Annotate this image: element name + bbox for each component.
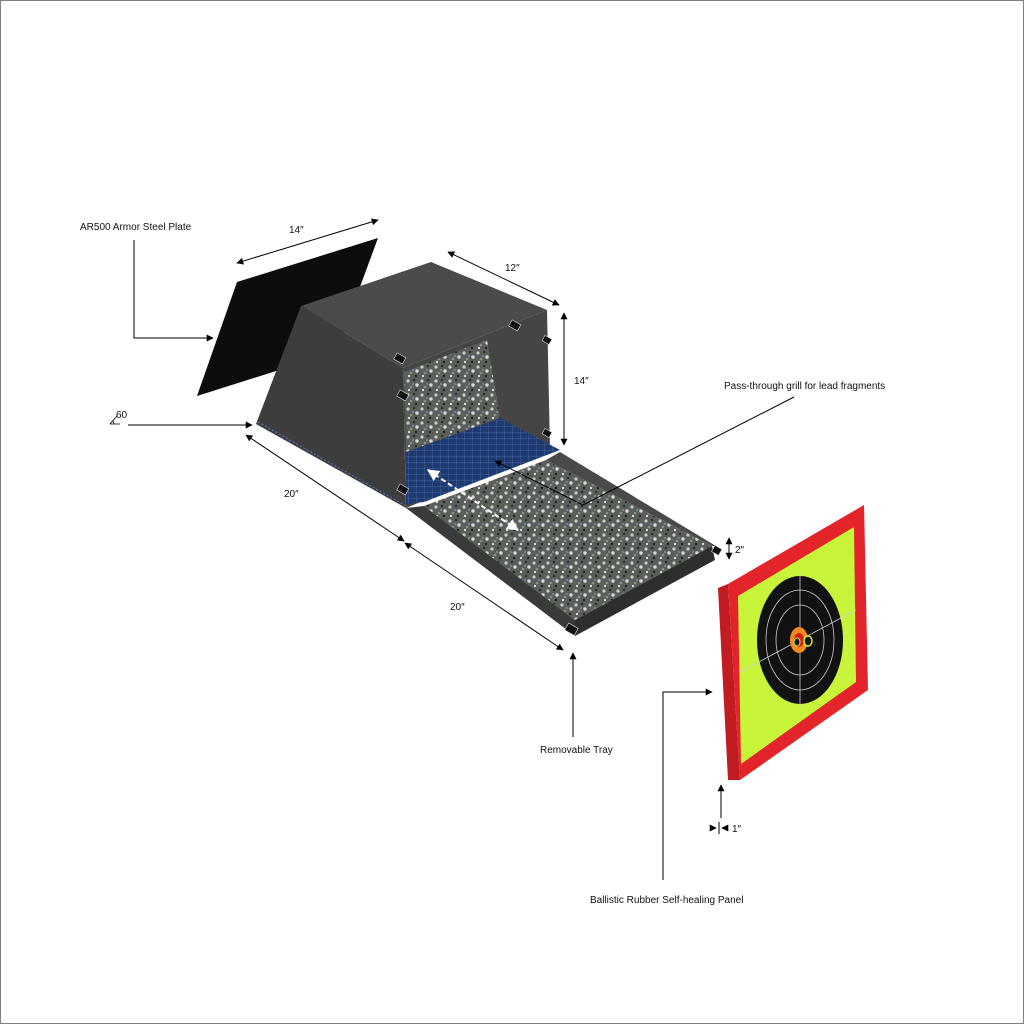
panel-leader-line: [662, 688, 713, 880]
dim-box-height: 14″: [574, 376, 589, 387]
dim-angle: 60: [116, 410, 128, 421]
dim-tray-length-arrow: [404, 542, 564, 651]
dim-panel-thickness: 1″: [732, 824, 742, 835]
target-panel: [718, 505, 868, 780]
label-grill: Pass-through grill for lead fragments: [724, 381, 885, 392]
dim-tray-length: 20″: [450, 602, 465, 613]
tray-side-lip: [575, 546, 715, 636]
tray-slide-arrow: [427, 469, 519, 531]
dim-plate-width: 14″: [289, 225, 304, 236]
grill-leader-line: [582, 396, 795, 506]
dim-tray-height: 2″: [735, 545, 745, 556]
label-tray: Removable Tray: [540, 745, 613, 756]
label-plate: AR500 Armor Steel Plate: [80, 222, 192, 233]
box-opening-back: [404, 340, 500, 452]
label-panel: Ballistic Rubber Self-healing Panel: [590, 895, 743, 906]
bullet-hole-1: [793, 637, 801, 647]
steel-plate: [197, 238, 378, 396]
dim-box-length-arrow: [245, 434, 405, 542]
dim-box-length: 20″: [284, 489, 299, 500]
dim-box-depth-arrow: [447, 251, 560, 306]
plate-leader-line: [133, 240, 214, 342]
tray-back-lip: [546, 452, 716, 546]
dim-box-depth: 12″: [505, 263, 520, 274]
dim-plate-width-arrow: [236, 218, 379, 265]
grill-pointer-line: [494, 460, 584, 506]
bullet-hole-2: [803, 635, 813, 647]
panel-edge: [718, 584, 740, 780]
angle-icon: [109, 415, 120, 425]
